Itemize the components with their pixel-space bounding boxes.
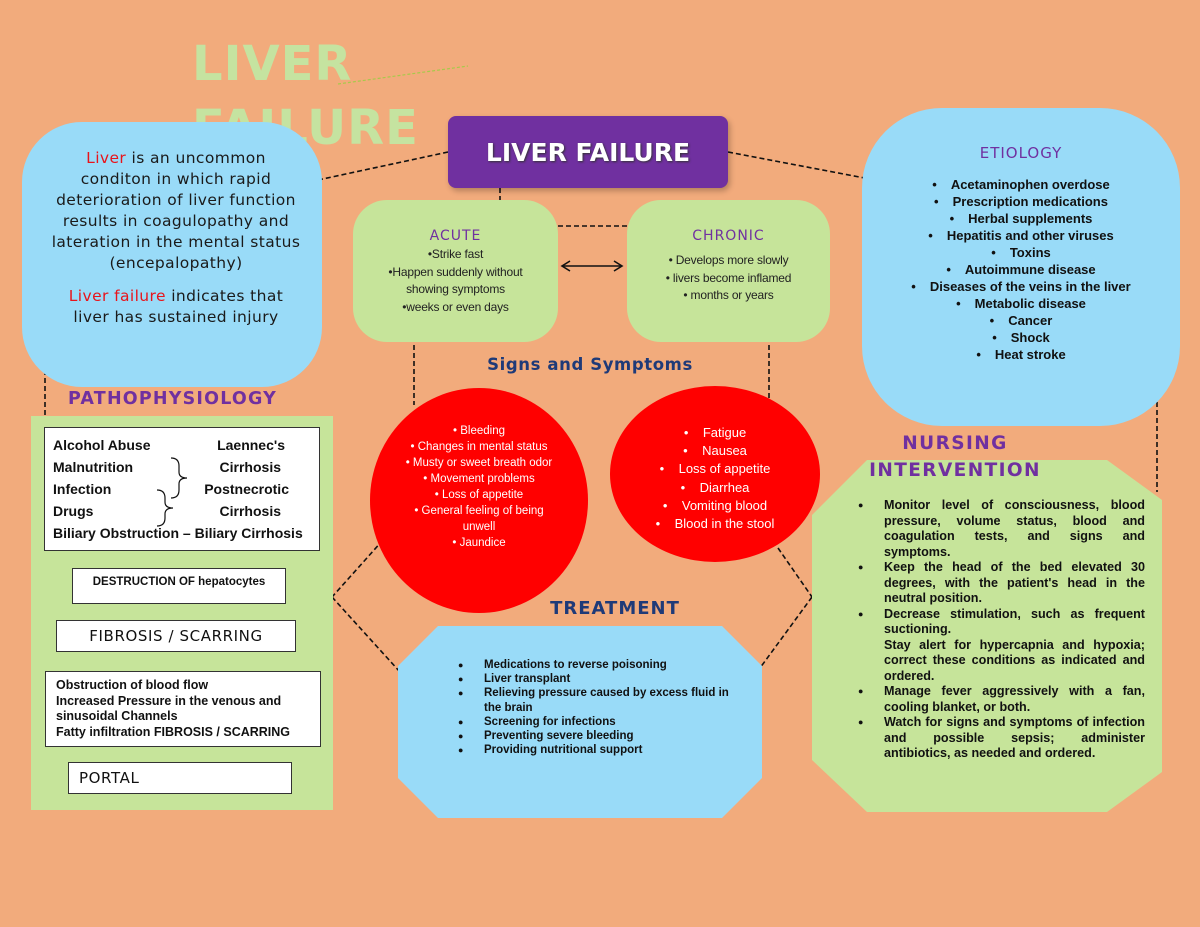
list-item: Manage fever aggressively with a fan, co…: [858, 684, 1145, 715]
list-item: Providing nutritional support: [458, 743, 738, 757]
central-title-box: LIVER FAILURE: [448, 116, 728, 188]
sign-item: • Musty or sweet breath odor: [405, 457, 553, 469]
acute-line: •Happen suddenly without: [388, 264, 523, 279]
list-item: Hepatitis and other viruses: [872, 227, 1170, 244]
acute-line: •Strike fast: [427, 247, 484, 261]
definition-term: Liver: [86, 149, 127, 167]
list-item: Preventing severe bleeding: [458, 729, 738, 743]
chronic-line: • livers become inflamed: [665, 270, 792, 285]
sign-item: • Fatigue: [683, 425, 747, 440]
list-item: Herbal supplements: [872, 210, 1170, 227]
list-item: Screening for infections: [458, 715, 738, 729]
signs-circle-left: • Bleeding • Changes in mental status • …: [370, 388, 588, 613]
chronic-heading: CHRONIC: [692, 228, 765, 244]
list-item: Autoimmune disease: [872, 261, 1170, 278]
treatment-list: Medications to reverse poisoning Liver t…: [458, 658, 738, 758]
acute-box: ACUTE •Strike fast •Happen suddenly with…: [353, 200, 558, 342]
etiology-bubble: ETIOLOGY Acetaminophen overdose Prescrip…: [862, 108, 1180, 426]
destruction-box: DESTRUCTION OF hepatocytes: [72, 568, 286, 604]
definition-text-2: indicates that liver has sustained injur…: [73, 287, 284, 326]
treatment-heading: TREATMENT: [550, 598, 680, 619]
sign-item: • Blood in the stool: [655, 516, 775, 532]
definition-term-2: Liver failure: [68, 287, 166, 305]
etiology-heading: ETIOLOGY: [979, 144, 1063, 162]
fibrosis-box: FIBROSIS / SCARRING: [56, 620, 296, 652]
list-item: Heat stroke: [872, 346, 1170, 363]
sign-item: • Vomiting blood: [662, 497, 768, 513]
list-item: Metabolic disease: [872, 295, 1170, 312]
list-item: Shock: [872, 329, 1170, 346]
pathophysiology-heading: PATHOPHYSIOLOGY: [68, 389, 278, 409]
list-item: Keep the head of the bed elevated 30 deg…: [858, 560, 1145, 607]
signs-heading: Signs and Symptoms: [487, 355, 693, 374]
list-item: Medications to reverse poisoning: [458, 658, 738, 672]
sign-item: • Diarrhea: [680, 479, 750, 495]
list-item: Liver transplant: [458, 672, 738, 686]
bracket-icon: [157, 457, 188, 527]
cause-row: Biliary Obstruction – Biliary Cirrhosis: [53, 525, 303, 541]
nursing-list: Monitor level of consciousness, blood pr…: [858, 498, 1145, 776]
portal-box: PORTAL: [68, 762, 292, 794]
poster-title: LIVER FAILURE: [192, 36, 419, 156]
list-item: Cancer: [872, 312, 1170, 329]
list-item: Diseases of the veins in the liver: [872, 278, 1170, 295]
acute-heading: ACUTE: [429, 228, 482, 244]
sign-item: • Changes in mental status: [410, 441, 548, 453]
list-item: Relieving pressure caused by excess flui…: [458, 686, 738, 714]
list-item: Toxins: [872, 244, 1170, 261]
sign-item: • Jaundice: [452, 537, 506, 549]
sign-item: • Movement problems: [423, 473, 535, 485]
list-item: Stay alert for hypercapnia and hypoxia; …: [884, 637, 1145, 683]
list-item: Decrease stimulation, such as frequent s…: [858, 607, 1145, 638]
sign-item: • Bleeding: [453, 425, 505, 437]
chronic-line: • Develops more slowly: [668, 253, 789, 267]
list-item: Monitor level of consciousness, blood pr…: [858, 498, 1145, 560]
acute-line: showing symptoms: [406, 282, 505, 296]
acute-line: •weeks or even days: [402, 299, 509, 314]
list-item: Watch for signs and symptoms of infectio…: [858, 715, 1145, 762]
signs-circle-right: • Fatigue • Nausea • Loss of appetite • …: [610, 386, 820, 562]
definition-bubble: Liver is an uncommon conditon in which r…: [22, 122, 322, 387]
sign-item: • Nausea: [683, 443, 747, 459]
sign-item: • General feeling of being: [414, 505, 544, 517]
definition-text: is an uncommon conditon in which rapid d…: [51, 149, 301, 272]
etiology-list: Acetaminophen overdose Prescription medi…: [872, 176, 1170, 363]
obstruction-box: Obstruction of blood flow Increased Pres…: [45, 671, 321, 747]
list-item: Acetaminophen overdose: [872, 176, 1170, 193]
sign-item: unwell: [462, 521, 496, 533]
sign-item: • Loss of appetite: [659, 461, 771, 477]
chronic-box: CHRONIC • Develops more slowly • livers …: [627, 200, 830, 342]
chronic-line: • months or years: [683, 288, 774, 302]
list-item: Prescription medications: [872, 193, 1170, 210]
sign-item: • Loss of appetite: [434, 489, 524, 501]
nursing-heading: NURSING INTERVENTION: [869, 433, 1041, 481]
